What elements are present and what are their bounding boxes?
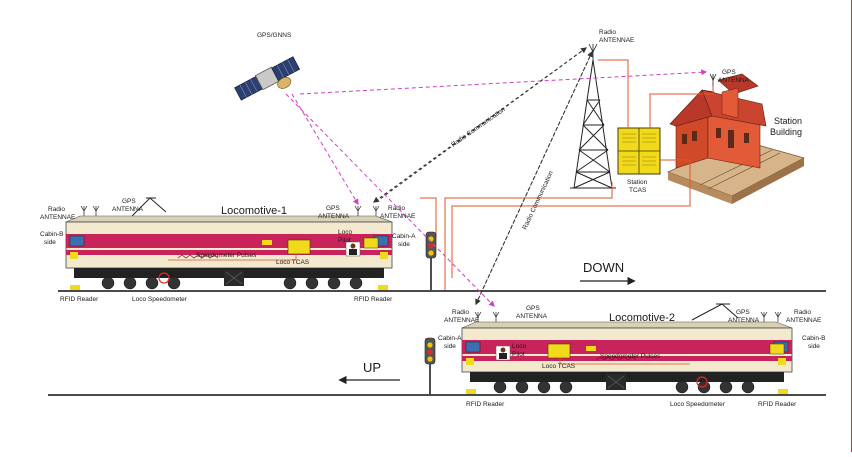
station-tcas-label-2: TCAS xyxy=(629,187,647,194)
gps-links xyxy=(285,69,708,307)
loco1-radio-left-2: ANTENNAE xyxy=(40,214,76,221)
loco2-pilot-label-1: Loco xyxy=(512,343,526,350)
loco2-gps-right-2: ANTENNA xyxy=(728,317,760,324)
loco2-radio-right-1: Radio xyxy=(794,309,811,316)
station-building-label-2: Building xyxy=(770,127,802,137)
radio-tower-icon xyxy=(570,59,616,189)
loco1-rfid-right: RFID Reader xyxy=(354,296,393,303)
tower-radio-label-1: Radio xyxy=(599,29,616,36)
loco2-gps-left-2: ANTENNA xyxy=(516,313,548,320)
loco1-gps-right-2: ANTENNA xyxy=(318,213,350,220)
loco2-cabin-a-2: side xyxy=(444,343,456,350)
station-tcas-icon xyxy=(617,127,661,175)
loco1-tcas-label: Loco TCAS xyxy=(276,259,310,266)
loco2-pilot-icon xyxy=(495,345,511,361)
loco1-speedometer-label: Loco Speedometer xyxy=(132,296,188,303)
loco2-tcas-label: Loco TCAS xyxy=(542,363,576,370)
loco2-rfid-right: RFID Reader xyxy=(758,401,797,408)
loco1-antennas xyxy=(80,205,380,216)
loco1-title: Locomotive-1 xyxy=(221,205,287,217)
radio-links xyxy=(373,47,593,306)
tower-radio-label-2: ANTENNAE xyxy=(599,37,635,44)
loco2-cabin-a-1: Cabin-A xyxy=(438,335,462,342)
loco2-radio-left-2: ANTENNAE xyxy=(444,317,480,324)
loco1-pulses-label: Speedometer Pulses xyxy=(196,252,257,259)
loco1-radio-right-1: Radio xyxy=(388,205,405,212)
loco1-pilot-label-1: Loco xyxy=(338,229,352,236)
loco2-gps-right-1: GPS xyxy=(736,309,750,316)
loco1-pantograph-icon xyxy=(131,197,167,217)
station-building-icon xyxy=(666,73,806,204)
signal-post-2-icon xyxy=(424,337,436,394)
loco1-cabin-b-1: Cabin-B xyxy=(40,231,63,238)
station-wiring xyxy=(420,59,714,290)
station-building-label-1: Station xyxy=(774,116,802,126)
loco1-cabin-b-2: side xyxy=(44,239,56,246)
loco2-pantograph-icon xyxy=(691,303,739,321)
gps-satellite-icon xyxy=(234,56,301,101)
tower-antenna-icon xyxy=(588,43,598,60)
loco1-pilot-label-2: Pilot xyxy=(338,237,351,244)
loco2-gps-left-1: GPS xyxy=(526,305,540,312)
loco2-cabin-b-2: side xyxy=(808,343,820,350)
loco1-pilot-icon xyxy=(345,241,361,257)
loco2-rfid-left: RFID Reader xyxy=(466,401,505,408)
up-label: UP xyxy=(363,360,381,375)
locomotive-1 xyxy=(65,197,393,290)
gps-gnns-label: GPS/GNNS xyxy=(257,32,292,39)
loco2-speedometer-label: Loco Speedometer xyxy=(670,401,726,408)
radio-comm-label-2: Radio Communication xyxy=(521,170,555,231)
loco2-cabin-b-1: Cabin-B xyxy=(802,335,825,342)
loco2-radio-right-2: ANTENNAE xyxy=(786,317,822,324)
loco1-gps-left-2: ANTENNA xyxy=(112,206,144,213)
signal-post-1-icon xyxy=(425,231,437,290)
loco1-radio-left-1: Radio xyxy=(48,206,65,213)
loco2-radio-left-1: Radio xyxy=(452,309,469,316)
station-gps-label-1: GPS xyxy=(722,69,736,76)
loco1-cabin-a-1: Cabin-A xyxy=(392,233,416,240)
loco2-title: Locomotive-2 xyxy=(609,312,675,324)
station-tcas-label-1: Station xyxy=(627,179,648,186)
loco1-cabin-a-2: side xyxy=(398,241,410,248)
loco1-gps-left-1: GPS xyxy=(122,198,136,205)
station-gps-antenna-icon xyxy=(709,73,717,86)
locomotive-2 xyxy=(461,303,793,394)
loco2-antennas xyxy=(474,311,782,322)
loco1-rfid-left: RFID Reader xyxy=(60,296,99,303)
loco1-radio-right-2: ANTENNAE xyxy=(380,213,416,220)
down-label: DOWN xyxy=(583,260,624,275)
loco2-pilot-label-2: Pilot xyxy=(512,351,525,358)
radio-comm-label-1: Radio Communication xyxy=(450,106,507,149)
loco1-gps-right-1: GPS xyxy=(326,205,340,212)
station-gps-label-2: ANTENNA xyxy=(718,77,750,84)
loco2-pulses-label: Speedometer Pulses xyxy=(600,353,661,360)
